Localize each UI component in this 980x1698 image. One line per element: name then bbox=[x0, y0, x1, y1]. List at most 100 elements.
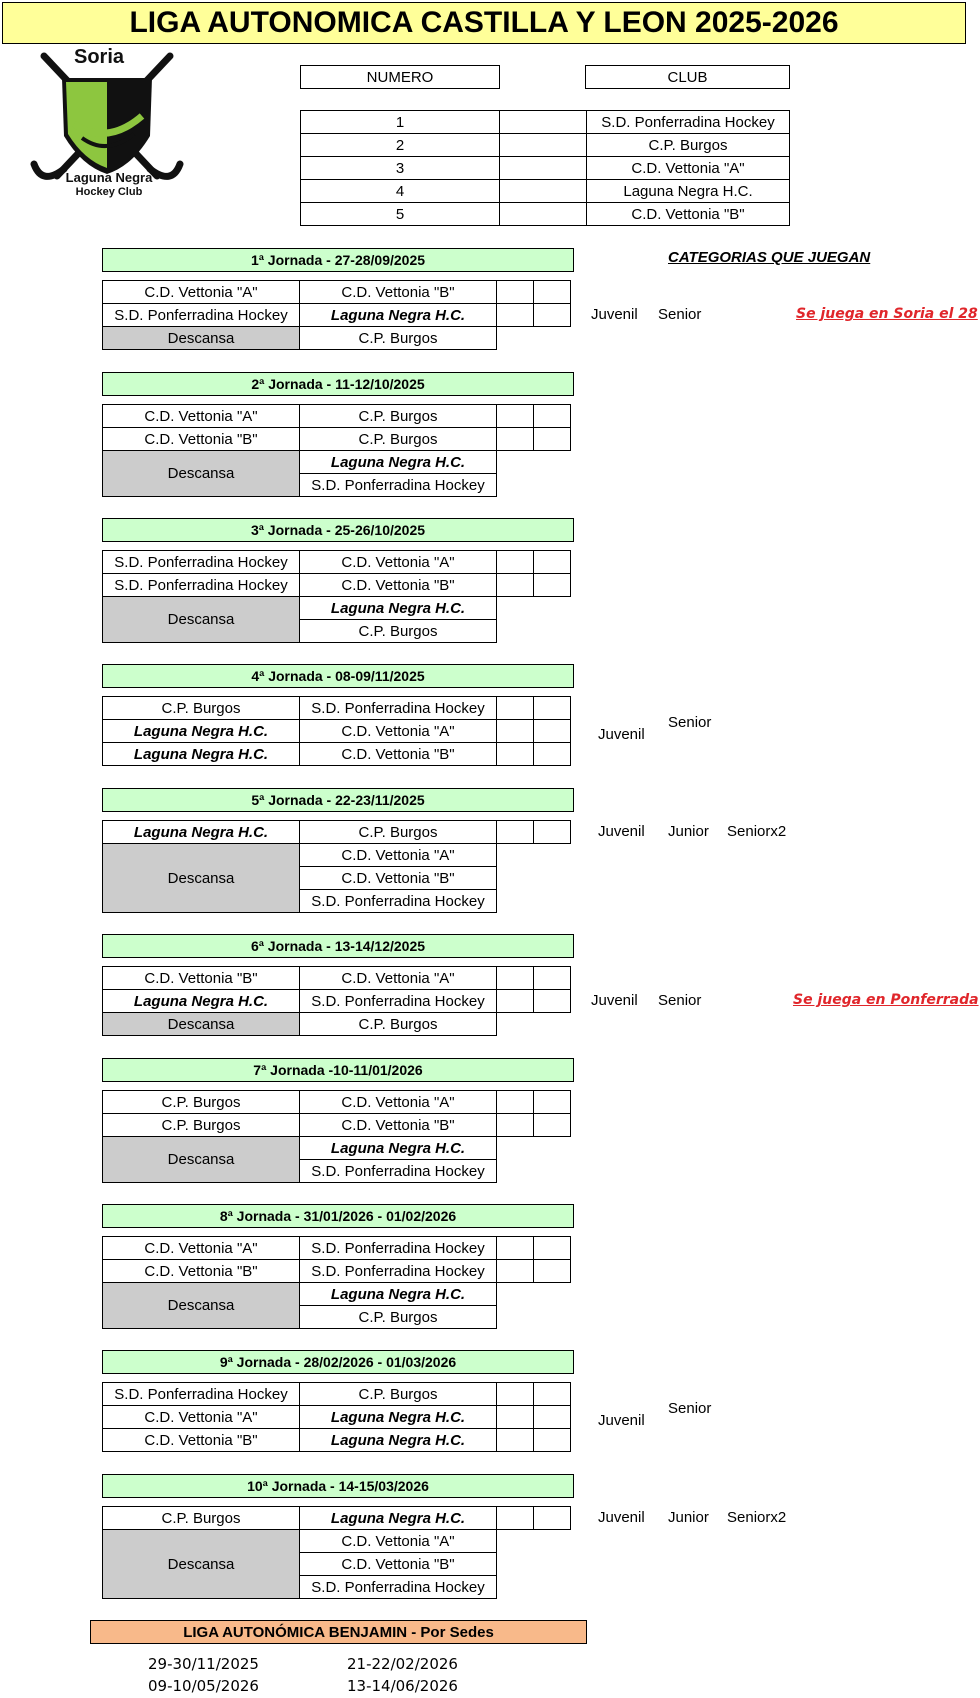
jornada-header: 2ª Jornada - 11-12/10/2025 bbox=[102, 372, 574, 396]
benjamin-date: 21-22/02/2026 bbox=[347, 1655, 458, 1673]
resting-team: C.P. Burgos bbox=[299, 1305, 497, 1329]
resting-team: C.P. Burgos bbox=[299, 1012, 497, 1036]
page-title: LIGA AUTONOMICA CASTILLA Y LEON 2025-202… bbox=[2, 2, 966, 44]
club-name: C.D. Vettonia "A" bbox=[586, 156, 790, 180]
home-team: Laguna Negra H.C. bbox=[102, 820, 300, 844]
score-away-cell bbox=[533, 1405, 571, 1429]
venue-note: Se juega en Ponferrada bbox=[793, 992, 979, 1008]
logo-bottom-text: Laguna Negra bbox=[65, 170, 153, 185]
home-team: C.D. Vettonia "B" bbox=[102, 1259, 300, 1283]
home-team: Laguna Negra H.C. bbox=[102, 719, 300, 743]
benjamin-date: 29-30/11/2025 bbox=[148, 1655, 259, 1673]
category-label: Seniorx2 bbox=[727, 823, 787, 840]
club-number: 5 bbox=[300, 202, 500, 226]
score-home-cell bbox=[496, 966, 534, 990]
home-team: S.D. Ponferradina Hockey bbox=[102, 1382, 300, 1406]
category-label: Juvenil bbox=[598, 1509, 645, 1526]
jornada-header: 7ª Jornada -10-11/01/2026 bbox=[102, 1058, 574, 1082]
venue-note: Se juega en Soria el 28 bbox=[796, 306, 978, 322]
score-away-cell bbox=[533, 719, 571, 743]
club-spacer-cell bbox=[499, 133, 587, 157]
club-number: 4 bbox=[300, 179, 500, 203]
resting-team: C.D. Vettonia "A" bbox=[299, 843, 497, 867]
resting-team: C.D. Vettonia "A" bbox=[299, 1529, 497, 1553]
away-team: C.P. Burgos bbox=[299, 427, 497, 451]
score-home-cell bbox=[496, 1382, 534, 1406]
club-logo-icon bbox=[30, 52, 184, 180]
club-name: C.D. Vettonia "B" bbox=[586, 202, 790, 226]
score-home-cell bbox=[496, 719, 534, 743]
away-team: C.P. Burgos bbox=[299, 1382, 497, 1406]
resting-team: C.D. Vettonia "B" bbox=[299, 866, 497, 890]
category-label: Senior bbox=[658, 992, 702, 1009]
away-team: C.D. Vettonia "A" bbox=[299, 1090, 497, 1114]
home-team: C.D. Vettonia "B" bbox=[102, 966, 300, 990]
category-label: Juvenil bbox=[598, 726, 645, 743]
score-home-cell bbox=[496, 1428, 534, 1452]
jornada-header: 8ª Jornada - 31/01/2026 - 01/02/2026 bbox=[102, 1204, 574, 1228]
category-label: Junior bbox=[668, 823, 709, 840]
clubs-header-club: CLUB bbox=[585, 65, 790, 89]
category-label: Juvenil bbox=[591, 306, 638, 323]
score-away-cell bbox=[533, 280, 571, 304]
score-home-cell bbox=[496, 280, 534, 304]
home-team: C.P. Burgos bbox=[102, 1506, 300, 1530]
club-spacer-cell bbox=[499, 110, 587, 134]
resting-team: C.P. Burgos bbox=[299, 619, 497, 643]
category-label: Seniorx2 bbox=[727, 1509, 787, 1526]
home-team: C.D. Vettonia "B" bbox=[102, 1428, 300, 1452]
score-away-cell bbox=[533, 573, 571, 597]
away-team: Laguna Negra H.C. bbox=[299, 1428, 497, 1452]
score-away-cell bbox=[533, 989, 571, 1013]
score-away-cell bbox=[533, 427, 571, 451]
category-label: Juvenil bbox=[591, 992, 638, 1009]
benjamin-date: 09-10/05/2026 bbox=[148, 1677, 259, 1695]
score-away-cell bbox=[533, 820, 571, 844]
club-name: S.D. Ponferradina Hockey bbox=[586, 110, 790, 134]
score-home-cell bbox=[496, 1506, 534, 1530]
home-team: C.D. Vettonia "A" bbox=[102, 1236, 300, 1260]
home-team: Laguna Negra H.C. bbox=[102, 742, 300, 766]
home-team: C.D. Vettonia "B" bbox=[102, 427, 300, 451]
club-number: 3 bbox=[300, 156, 500, 180]
away-team: C.D. Vettonia "B" bbox=[299, 573, 497, 597]
jornada-header: 3ª Jornada - 25-26/10/2025 bbox=[102, 518, 574, 542]
club-spacer-cell bbox=[499, 202, 587, 226]
clubs-header-number: NUMERO bbox=[300, 65, 500, 89]
club-name: C.P. Burgos bbox=[586, 133, 790, 157]
score-away-cell bbox=[533, 1506, 571, 1530]
score-away-cell bbox=[533, 696, 571, 720]
categories-title: CATEGORIAS QUE JUEGAN bbox=[668, 249, 871, 266]
home-team: C.P. Burgos bbox=[102, 1113, 300, 1137]
rest-label: Descansa bbox=[102, 1282, 300, 1329]
jornada-header: 6ª Jornada - 13-14/12/2025 bbox=[102, 934, 574, 958]
resting-team: S.D. Ponferradina Hockey bbox=[299, 1159, 497, 1183]
away-team: C.D. Vettonia "A" bbox=[299, 719, 497, 743]
resting-team: C.P. Burgos bbox=[299, 326, 497, 350]
away-team: Laguna Negra H.C. bbox=[299, 1405, 497, 1429]
home-team: S.D. Ponferradina Hockey bbox=[102, 573, 300, 597]
rest-label: Descansa bbox=[102, 843, 300, 913]
score-home-cell bbox=[496, 404, 534, 428]
resting-team: S.D. Ponferradina Hockey bbox=[299, 889, 497, 913]
resting-team: Laguna Negra H.C. bbox=[299, 1136, 497, 1160]
score-home-cell bbox=[496, 1405, 534, 1429]
score-home-cell bbox=[496, 989, 534, 1013]
home-team: S.D. Ponferradina Hockey bbox=[102, 550, 300, 574]
jornada-header: 4ª Jornada - 08-09/11/2025 bbox=[102, 664, 574, 688]
club-logo: Soria Laguna Negra Hockey Club bbox=[22, 46, 192, 210]
away-team: C.D. Vettonia "B" bbox=[299, 1113, 497, 1137]
logo-bottom-text-2: Hockey Club bbox=[75, 186, 143, 198]
score-home-cell bbox=[496, 820, 534, 844]
score-away-cell bbox=[533, 1259, 571, 1283]
score-away-cell bbox=[533, 404, 571, 428]
score-away-cell bbox=[533, 1236, 571, 1260]
score-away-cell bbox=[533, 1428, 571, 1452]
category-label: Senior bbox=[668, 714, 712, 731]
away-team: C.P. Burgos bbox=[299, 404, 497, 428]
home-team: C.P. Burgos bbox=[102, 696, 300, 720]
jornada-header: 5ª Jornada - 22-23/11/2025 bbox=[102, 788, 574, 812]
away-team: Laguna Negra H.C. bbox=[299, 1506, 497, 1530]
score-away-cell bbox=[533, 1113, 571, 1137]
home-team: C.P. Burgos bbox=[102, 1090, 300, 1114]
